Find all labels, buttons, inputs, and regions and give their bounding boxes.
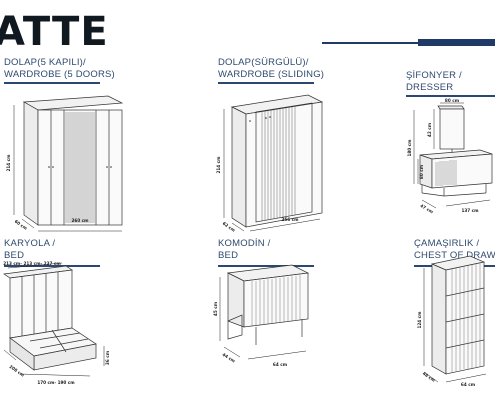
product-label-wardrobe-5-doors: DOLAP(5 KAPILI)/ WARDROBE (5 DOORS) [4,57,115,81]
dim-height: 45 cm [213,301,218,316]
dim-height: 124 cm [417,311,422,329]
product-name-tr: ÇAMAŞIRLIK / [414,238,480,249]
product-underline [4,265,100,267]
product-label-dresser: ŞİFONYER / DRESSER [406,70,462,94]
dim-length: 208 cm [8,364,25,378]
header-rule-thin [322,42,422,44]
nightstand-drawing: 45 cm 64 cm 44 cm [213,264,310,367]
product-name-en: BED [218,250,239,261]
product-label-wardrobe-sliding: DOLAP(SÜRGÜLÜ)/ WARDROBE (SLIDING) [218,57,324,81]
dim-head-widths: 213 cm- 213 cm- 237 cm [3,261,61,266]
product-label-bed: KARYOLA / BED [4,238,55,262]
dim-width: 137 cm [461,208,479,213]
chest-of-drawers-drawing: 124 cm 64 cm 48 cm [417,255,487,387]
dim-depth: 60 cm [14,219,29,232]
product-label-chest-of-drawers: ÇAMAŞIRLIK / CHEST OF DRAWERS [414,238,495,262]
dim-mirror-height: 42 cm [427,122,432,137]
product-underline [218,265,314,267]
product-name-en: WARDROBE (5 DOORS) [4,69,115,80]
wardrobe-5-doors-drawing: 214 cm 260 cm 60 cm [6,95,124,232]
product-underline [4,82,100,84]
product-name-en: WARDROBE (SLIDING) [218,69,325,80]
dim-width: 256 cm [281,217,299,222]
header-rule-thick [418,39,495,46]
product-label-nightstand: KOMODİN / BED [218,238,270,262]
dim-mirror-width: 80 cm [445,98,460,103]
dim-body-height: 80 cm [419,164,424,179]
product-name-tr: DOLAP(SÜRGÜLÜ)/ [218,57,309,68]
dim-width: 260 cm [71,218,89,223]
product-name-tr: ŞİFONYER / [406,70,462,81]
dim-depth: 48 cm [422,371,437,384]
dim-depth: 47 cm [419,203,434,215]
dresser-drawing: 80 cm 42 cm 180 cm 80 cm 137 cm 47 cm [407,98,493,215]
dim-total-height: 180 cm [407,139,412,157]
product-underline [218,82,314,84]
product-name-en: BED [4,250,25,261]
product-name-tr: KARYOLA / [4,238,56,249]
product-name-tr: DOLAP(5 KAPILI)/ [4,57,86,68]
dim-height: 214 cm [6,154,11,172]
dim-depth: 62 cm [222,221,237,234]
product-underline [406,95,495,97]
dim-height: 214 cm [216,156,221,174]
product-name-tr: KOMODİN / [218,238,271,249]
dim-height: 36 cm [105,350,110,365]
dim-width: 64 cm [273,362,288,367]
dim-width: 64 cm [461,382,476,387]
catalog-title: ATTE [0,9,109,55]
product-name-en: DRESSER [406,82,454,93]
wardrobe-sliding-drawing: 214 cm 256 cm 62 cm [216,94,324,234]
bed-drawing: 213 cm- 213 cm- 237 cm 36 cm 170 cm- 190… [3,261,110,385]
dim-width: 170 cm- 190 cm [37,380,75,385]
product-name-en: CHEST OF DRAWERS [414,250,495,261]
